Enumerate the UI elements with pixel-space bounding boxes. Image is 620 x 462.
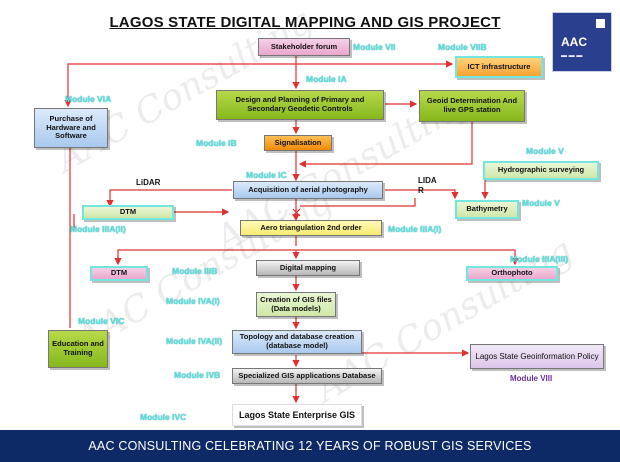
line-bathy-return (300, 198, 416, 207)
hydrographic-surveying-box: Hydrographic surveying (483, 161, 599, 180)
module-vii-label: Module VII (353, 42, 396, 52)
signalisation-box: Signalisation (264, 135, 332, 151)
digital-mapping-box: Digital mapping (256, 260, 360, 276)
module-ia-label: Module IA (306, 74, 347, 84)
module-ivc-label: Module IVC (140, 412, 187, 422)
cross-mark-b (292, 208, 301, 217)
module-iiib-label: Module IIIB (172, 266, 218, 276)
module-via-label: Module VIA (65, 94, 112, 104)
module-ib-label: Module IB (196, 138, 237, 148)
arrow-geoid-aerial (298, 122, 473, 168)
module-ivb-label: Module IVB (174, 370, 221, 380)
module-iiia-ii-label: Module IIIA(II) (70, 224, 126, 234)
education-training-box: Education and Training (48, 330, 108, 368)
lidar-left-label: LiDAR (136, 178, 161, 187)
logo-text: AAC (561, 35, 587, 49)
logo-square-icon (596, 19, 605, 28)
geoid-determination-box: Geoid Determination And live GPS station (419, 90, 525, 122)
module-vic-label: Module VIC (78, 316, 125, 326)
hardware-software-box: Purchase of Hardware and Software (34, 108, 108, 148)
logo-sub-icon: ▬ ▬ ▬ (561, 53, 583, 59)
module-v-label-2: Module V (522, 198, 560, 208)
arrow-to-hardware (64, 63, 296, 108)
aerial-photography-box: Acquisition of aerial photography (233, 181, 383, 199)
gis-files-box: Creation of GIS files (Data models) (256, 292, 336, 317)
module-viii-label: Module VIII (510, 374, 553, 383)
module-iiia-i-label: Module IIIA(I) (388, 224, 442, 234)
aero-triangulation-box: Aero triangulation 2nd order (240, 220, 382, 236)
module-viib-label: Module VIIB (438, 42, 487, 52)
stakeholder-forum-box: Stakeholder forum (258, 38, 350, 56)
footer-banner: AAC CONSULTING CELEBRATING 12 YEARS OF R… (0, 430, 620, 462)
lidar-right-label-2: R (418, 186, 424, 195)
geoinformation-policy-box: Lagos State Geoinformation Policy (470, 344, 604, 369)
topology-database-box: Topology and database creation (database… (232, 330, 362, 354)
geodetic-controls-box: Design and Planning of Primary and Secon… (216, 90, 384, 120)
module-ic-label: Module IC (246, 170, 287, 180)
company-logo: AAC ▬ ▬ ▬ (552, 12, 612, 72)
dtm-box-2: DTM (90, 266, 148, 281)
module-v-label-1: Module V (526, 146, 564, 156)
orthophoto-box: Orthophoto (466, 266, 558, 281)
bathymetry-box: Bathymetry (455, 200, 519, 219)
arrow-aerial-dtm1 (106, 189, 232, 208)
ict-infrastructure-box: ICT infrastructure (455, 56, 543, 78)
lidar-right-label-1: LIDA (418, 176, 437, 185)
module-iiia-iii-label: Module IIIA(III) (510, 254, 569, 264)
dtm-box-1: DTM (82, 205, 174, 220)
arrow-aerial-bathy (385, 189, 459, 200)
module-iva-i-label: Module IVA(I) (166, 296, 220, 306)
page-title: LAGOS STATE DIGITAL MAPPING AND GIS PROJ… (109, 14, 501, 31)
enterprise-gis-box: Lagos State Enterprise GIS (232, 404, 362, 426)
module-iva-ii-label: Module IVA(II) (166, 336, 223, 346)
specialized-gis-box: Specialized GIS applications Database (232, 368, 382, 384)
